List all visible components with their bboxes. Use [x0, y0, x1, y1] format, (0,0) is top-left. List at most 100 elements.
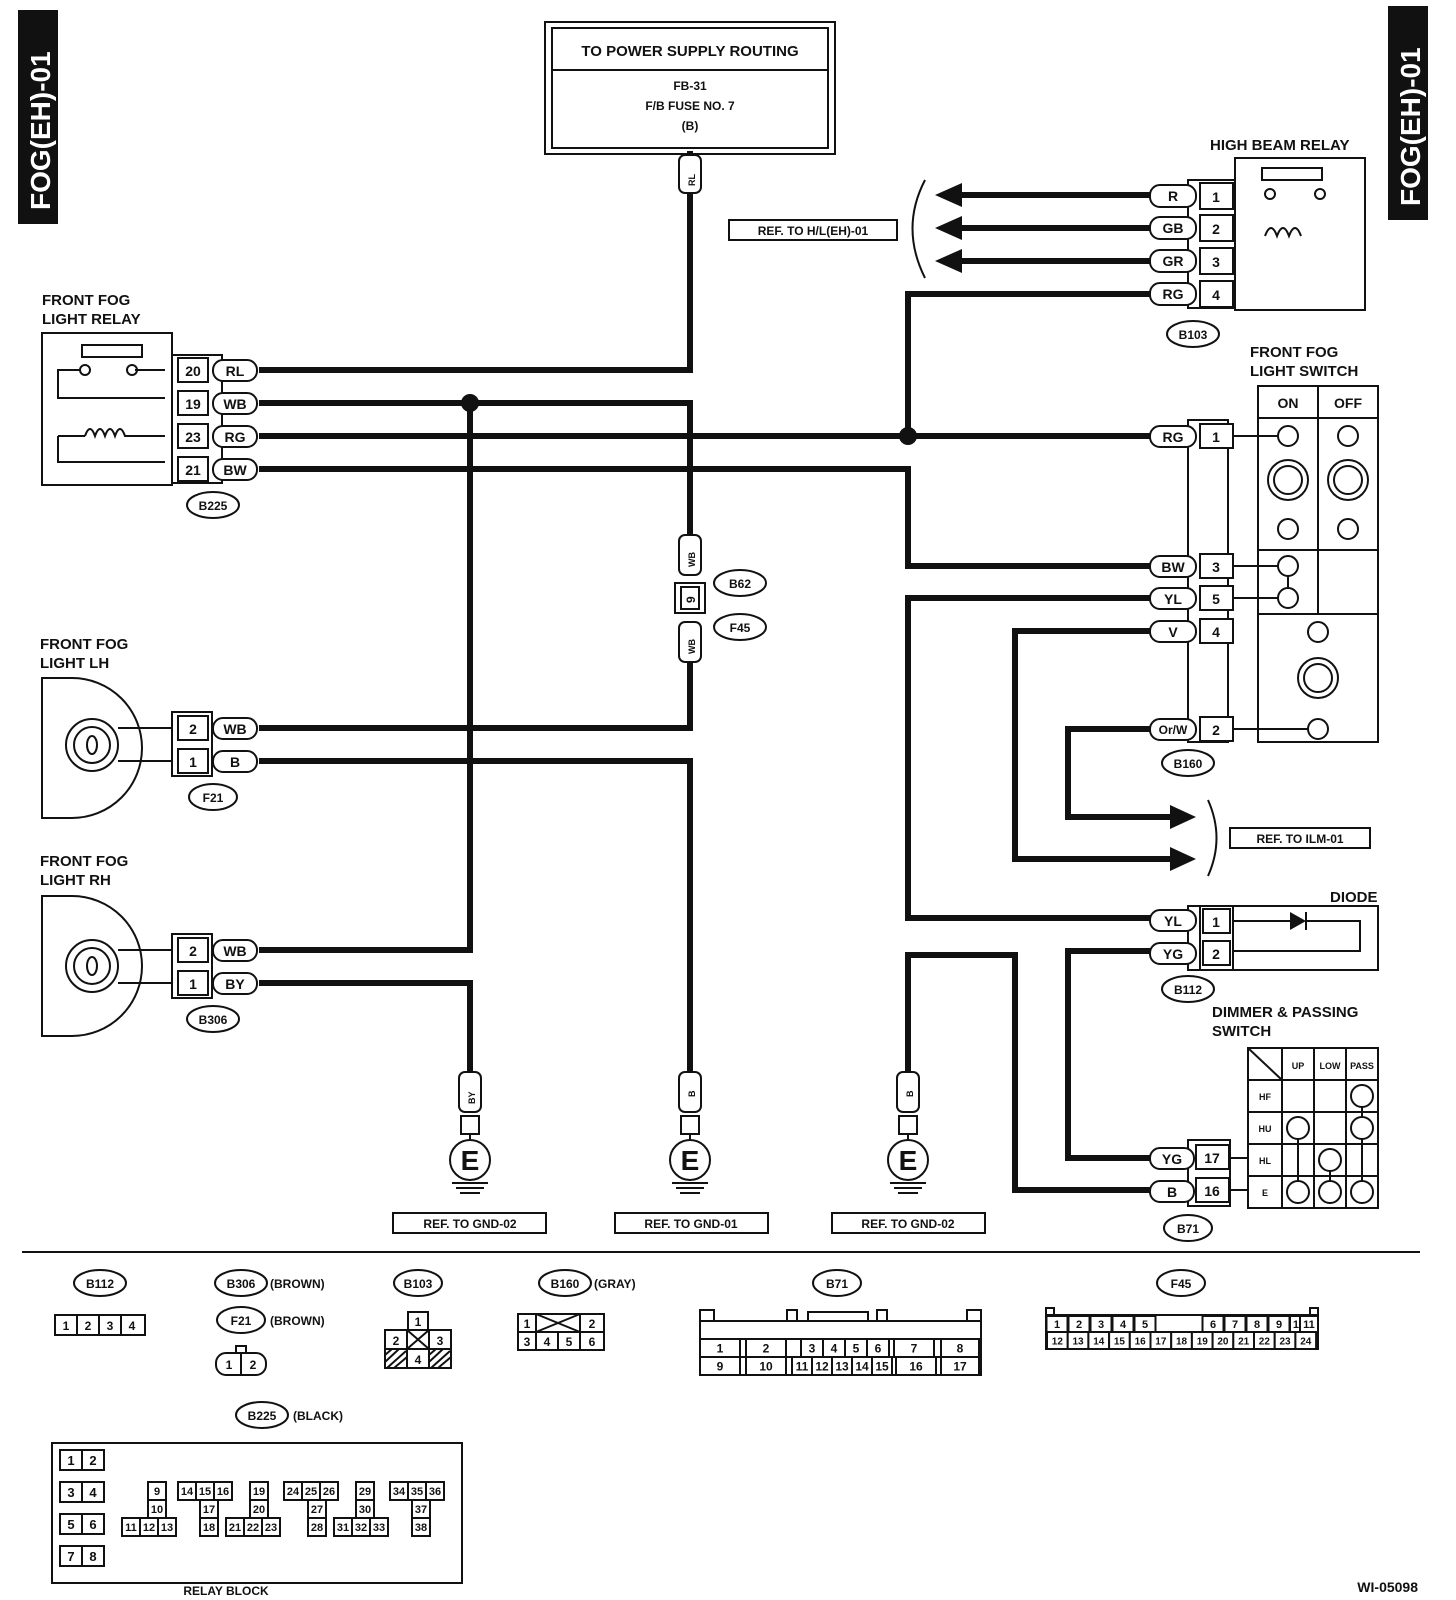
- legend-b160-pin: 5: [566, 1335, 573, 1349]
- ground-2-symbol: E: [681, 1145, 700, 1176]
- f21-pin-1: 1: [189, 754, 197, 770]
- legend-pin-label: 15: [1114, 1336, 1126, 1347]
- rl-wire-tag: RL: [678, 154, 702, 194]
- legend-pin-label: 31: [337, 1522, 349, 1534]
- b225-wire-bw: BW: [223, 462, 247, 478]
- dimmer-title-2: SWITCH: [1212, 1023, 1271, 1040]
- legend-pin-label: 1: [717, 1342, 724, 1356]
- legend-pin-label: 16: [217, 1486, 229, 1498]
- ground-2: B E REF. TO GND-01: [614, 1071, 769, 1234]
- b103-pin-2: 2: [1212, 221, 1220, 237]
- right-tab-label: FOG(EH)-01: [1395, 47, 1426, 206]
- legend-pin-label: 36: [429, 1486, 441, 1498]
- junction-rg: [899, 427, 917, 445]
- front-fog-light-switch: FRONT FOG LIGHT SWITCH ON OFF 1 3 5 4: [1149, 344, 1379, 777]
- b103-wire-tags: R GB GR RG: [1149, 184, 1197, 306]
- b306-connector-label: B306: [199, 1013, 228, 1027]
- legend-b160-pin: 4: [544, 1335, 551, 1349]
- legend-pin-label: 9: [717, 1360, 724, 1374]
- f21-pin-2: 2: [189, 721, 197, 737]
- ground-3: B E REF. TO GND-02: [831, 1071, 986, 1234]
- b71-pin-17: 17: [1204, 1150, 1220, 1166]
- legend-pin-label: 4: [89, 1485, 97, 1500]
- legend-b103-pin-2: 2: [393, 1334, 400, 1348]
- legend-pin-label: 32: [355, 1522, 367, 1534]
- hl-ref-arrows: [911, 179, 962, 279]
- b112-connector-label: B112: [1174, 983, 1202, 997]
- b103-pin-3: 3: [1212, 254, 1220, 270]
- power-title: TO POWER SUPPLY ROUTING: [581, 43, 798, 60]
- legend-pin-cell: [261, 1517, 281, 1537]
- legend-b103-pin-4: 4: [415, 1353, 422, 1367]
- legend-b103-name: B103: [404, 1277, 433, 1291]
- front-fog-light-lh: FRONT FOG LIGHT LH 2 1 WB B F21: [40, 636, 258, 819]
- legend-b225-color: (BLACK): [293, 1409, 343, 1423]
- legend-b112-pin: 4: [129, 1319, 136, 1333]
- legend-f21-color: (BROWN): [270, 1314, 325, 1328]
- b103-wire-3: GR: [1163, 253, 1184, 269]
- b112-wire-yl: YL: [1164, 913, 1182, 929]
- legend-b160-color: (GRAY): [594, 1277, 636, 1291]
- legend-b160-pin: 6: [589, 1335, 596, 1349]
- legend-pin-label: 15: [199, 1486, 211, 1498]
- legend-pin-label: 21: [1238, 1336, 1250, 1347]
- legend-b160-pin: 2: [589, 1317, 596, 1331]
- power-line2: F/B FUSE NO. 7: [645, 99, 735, 113]
- legend-pin-label: 12: [1052, 1336, 1064, 1347]
- legend-pin-cell: [199, 1517, 219, 1537]
- ground-1-wire: BY: [467, 1091, 477, 1104]
- legend-pin-label: 21: [229, 1522, 241, 1534]
- legend-pin-label: 12: [815, 1360, 829, 1374]
- b306-pin-1: 1: [189, 976, 197, 992]
- b225-wire-rg: RG: [225, 429, 246, 445]
- legend-pin-cell: [81, 1481, 105, 1503]
- legend-pin-label: 19: [1197, 1336, 1209, 1347]
- b225-connector-label: B225: [199, 499, 228, 513]
- ground-3-ref: REF. TO GND-02: [861, 1217, 954, 1231]
- legend-pin-label: 37: [415, 1504, 427, 1516]
- legend-b160-name: B160: [551, 1277, 580, 1291]
- fog-lh-title-2: LIGHT LH: [40, 655, 109, 672]
- legend-pin-label: 14: [855, 1360, 869, 1374]
- left-tab-label: FOG(EH)-01: [25, 51, 56, 210]
- b103-wire-4: RG: [1163, 286, 1184, 302]
- legend-b306-f21: B306 (BROWN) F21 (BROWN) 1 2: [214, 1269, 325, 1376]
- legend-pin-label: 14: [1093, 1336, 1105, 1347]
- front-fog-light-rh: FRONT FOG LIGHT RH 2 1 WB BY B306: [40, 853, 258, 1037]
- legend-pin-label: 16: [909, 1360, 923, 1374]
- legend-pin-label: 26: [323, 1486, 335, 1498]
- legend-pin-label: 19: [253, 1486, 265, 1498]
- b160-pin-2: 2: [1212, 722, 1220, 738]
- b71-wire-b: B: [1167, 1184, 1177, 1200]
- legend-pin-cell: [369, 1517, 389, 1537]
- legend-pin-label: 24: [1300, 1336, 1312, 1347]
- legend-b112-pin: 2: [85, 1319, 92, 1333]
- legend-b160: B160 (GRAY) 1 2 3 4 5 6: [517, 1269, 636, 1351]
- dimmer-row-hl: HL: [1259, 1156, 1271, 1166]
- legend-b112-pin: 3: [107, 1319, 114, 1333]
- legend-pin-label: 3: [1098, 1319, 1104, 1331]
- legend-pin-cell: [319, 1481, 339, 1501]
- b306-wire-wb: WB: [223, 943, 246, 959]
- legend-pin-cell: [871, 1356, 893, 1376]
- legend-b306-name: B306: [227, 1277, 256, 1291]
- b225-pin-19: 19: [185, 396, 201, 412]
- legend-b103-pin-1: 1: [415, 1315, 422, 1329]
- legend-pin-cell: [699, 1356, 741, 1376]
- f21-wire-wb: WB: [223, 721, 246, 737]
- wires: [259, 151, 1173, 1193]
- fog-rh-title-1: FRONT FOG: [40, 853, 128, 870]
- b160-pin-4: 4: [1212, 624, 1220, 640]
- legend-pin-cell: [940, 1356, 980, 1376]
- legend-pin-label: 13: [161, 1522, 173, 1534]
- legend-b112: B112 1 2 3 4: [54, 1269, 146, 1336]
- legend-pin-label: 8: [1254, 1319, 1260, 1331]
- legend-pin-label: 15: [875, 1360, 889, 1374]
- ground-3-symbol: E: [899, 1145, 918, 1176]
- b306-pin-2: 2: [189, 943, 197, 959]
- figure-id: WI-05098: [1357, 1579, 1418, 1595]
- legend-pin-cell: [81, 1513, 105, 1535]
